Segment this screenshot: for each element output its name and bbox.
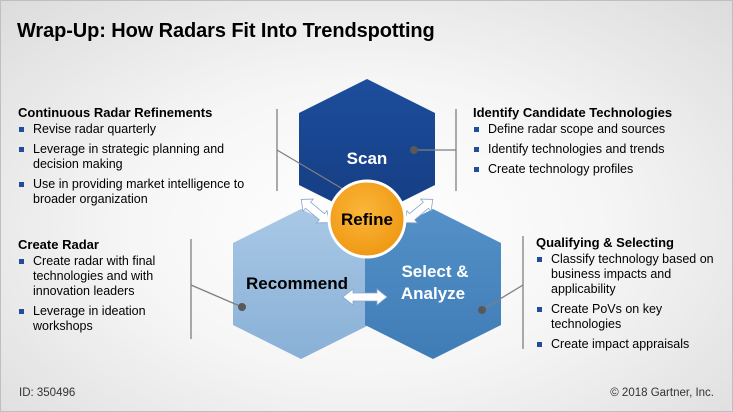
list-item: Create radar with final technologies and…	[18, 254, 183, 299]
copyright-notice: © 2018 Gartner, Inc.	[610, 387, 714, 399]
list-item: Create technology profiles	[473, 162, 723, 177]
list-item: Use in providing market intelligence to …	[18, 177, 268, 207]
list-item: Classify technology based on business im…	[536, 252, 719, 297]
recommend-hexagon	[233, 209, 369, 359]
list-item: Identify technologies and trends	[473, 142, 723, 157]
recommend-label: Recommend	[246, 274, 348, 293]
double-arrow-right-icon	[404, 198, 434, 224]
list-item: Define radar scope and sources	[473, 122, 723, 137]
refine-label: Refine	[341, 210, 393, 229]
continuous-refinements-list: Revise radar quarterly Leverage in strat…	[18, 122, 273, 207]
double-arrow-icons	[300, 198, 434, 306]
create-radar-heading: Create Radar	[18, 237, 99, 252]
select-analyze-label-line1: Select &	[401, 262, 468, 281]
list-item: Leverage in ideation workshops	[18, 304, 173, 334]
scan-hexagon	[299, 79, 435, 219]
continuous-refinements-block: Continuous Radar Refinements Revise rada…	[18, 105, 273, 212]
list-item: Leverage in strategic planning and decis…	[18, 142, 253, 172]
double-arrow-horizontal-icon	[342, 288, 388, 306]
page-title: Wrap-Up: How Radars Fit Into Trendspotti…	[17, 20, 435, 42]
list-item: Revise radar quarterly	[18, 122, 273, 137]
connector-lines	[190, 109, 524, 349]
qualifying-selecting-list: Classify technology based on business im…	[536, 252, 716, 352]
document-id: ID: 350496	[19, 387, 76, 399]
refine-circle	[327, 179, 407, 259]
create-radar-block: Create Radar Create radar with final tec…	[18, 237, 183, 339]
list-item: Create PoVs on key technologies	[536, 302, 701, 332]
identify-technologies-list: Define radar scope and sources Identify …	[473, 122, 723, 177]
scan-label: Scan	[347, 149, 388, 168]
continuous-refinements-heading: Continuous Radar Refinements	[18, 105, 213, 120]
identify-technologies-heading: Identify Candidate Technologies	[473, 105, 673, 120]
select-analyze-label-line2: Analyze	[401, 284, 465, 303]
create-radar-list: Create radar with final technologies and…	[18, 254, 183, 334]
select-analyze-hexagon	[365, 209, 501, 359]
qualifying-selecting-heading: Qualifying & Selecting	[536, 235, 674, 250]
qualifying-selecting-block: Qualifying & Selecting Classify technolo…	[536, 235, 716, 357]
list-item: Create impact appraisals	[536, 337, 716, 352]
identify-technologies-block: Identify Candidate Technologies Define r…	[473, 105, 723, 182]
